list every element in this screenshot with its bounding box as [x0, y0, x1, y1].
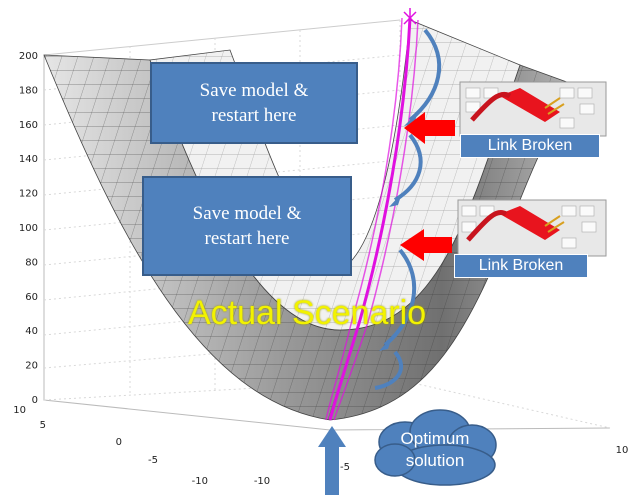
cloud-label: Optimum solution [382, 428, 488, 478]
tick-label: 20 [25, 361, 38, 372]
tick-label: 120 [19, 189, 38, 200]
cloud-line-2: solution [405, 451, 465, 470]
tick-label: 10 [616, 445, 629, 456]
x-axis-ticks: 10 5 0 -5 -10 [13, 405, 208, 487]
tick-label: 160 [19, 120, 38, 131]
callout-line-2: restart here [211, 105, 297, 126]
restart-callout-top: Save model & restart here [150, 62, 358, 144]
red-arrow-bottom [400, 229, 452, 261]
tick-label: 40 [25, 326, 38, 337]
cloud-shape [374, 409, 497, 486]
tick-label: -5 [148, 455, 158, 466]
link-broken-badge-bottom: Link Broken [454, 254, 588, 278]
tick-label: 200 [19, 51, 38, 62]
cloud-line-1: Optimum [400, 429, 470, 448]
tick-label: -5 [340, 462, 350, 473]
optimum-up-arrow [318, 426, 346, 495]
link-broken-arrows [400, 112, 455, 261]
tick-label: 60 [25, 292, 38, 303]
tick-label: -10 [192, 476, 208, 487]
overlay-title: Actual Scenario [188, 294, 427, 332]
tick-label: -10 [254, 476, 270, 487]
restart-callout-bottom: Save model & restart here [142, 176, 352, 276]
cable-image-bottom [457, 199, 607, 257]
tick-label: 100 [19, 223, 38, 234]
tick-label: 80 [25, 257, 38, 268]
red-arrow-top [404, 112, 455, 144]
callout-line-2: restart here [204, 228, 290, 249]
tick-label: 10 [13, 405, 26, 416]
tick-label: 140 [19, 154, 38, 165]
tick-label: 0 [32, 395, 38, 406]
tick-label: 180 [19, 85, 38, 96]
link-broken-badge-top: Link Broken [460, 134, 600, 158]
cable-image-top [459, 81, 607, 137]
tick-label: 0 [116, 437, 122, 448]
callout-line-1: Save model & [199, 80, 309, 101]
tick-label: 5 [40, 420, 46, 431]
callout-line-1: Save model & [192, 203, 302, 224]
descent-path [325, 8, 419, 421]
y-axis-ticks: -10 -5 10 [254, 445, 629, 487]
